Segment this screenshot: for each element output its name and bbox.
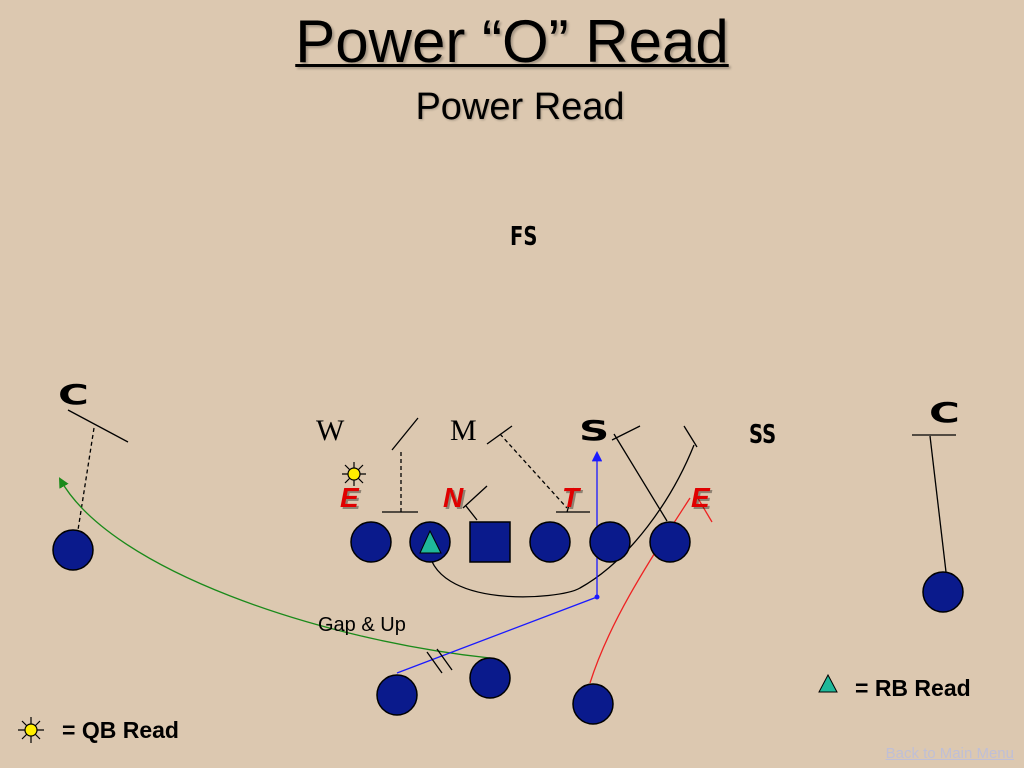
sam-drop-line	[613, 433, 668, 522]
label-strong-safety: SS	[749, 420, 777, 450]
label-nose: N	[443, 482, 464, 513]
mike-technique-line	[486, 425, 513, 445]
receiver-right	[922, 571, 964, 613]
qb-read-marker	[342, 462, 366, 486]
back-left	[376, 674, 418, 716]
tackle-block-line-2	[566, 487, 575, 513]
label-corner-right: C	[929, 396, 960, 429]
label-end-right: E	[691, 482, 710, 513]
label-tackle: T	[562, 482, 580, 513]
label-free-safety: FS	[510, 222, 538, 252]
route-green	[58, 477, 491, 659]
tight-end	[649, 521, 691, 563]
back-right	[572, 683, 614, 725]
route-hash-mark-1	[426, 651, 443, 674]
ss-technique-line	[683, 425, 698, 448]
back-mid	[469, 657, 511, 699]
nose-block-line-2	[465, 505, 478, 521]
page-subtitle: Power Read	[415, 86, 625, 128]
route-blue-node	[594, 594, 600, 600]
label-sam: S	[579, 414, 610, 447]
offensive-tackle-left	[350, 521, 392, 563]
legend-qb-read-label: = QB Read	[62, 717, 179, 743]
offensive-tackle-right	[589, 521, 631, 563]
center	[469, 521, 511, 563]
label-will: W	[316, 414, 345, 447]
label-end-left: E	[340, 482, 359, 513]
offense	[52, 521, 964, 725]
will-technique-line	[391, 417, 419, 451]
defender-lines	[67, 409, 956, 573]
label-mike: M	[450, 414, 477, 447]
route-hash-mark-2	[436, 648, 453, 671]
route-red	[589, 497, 691, 684]
gap-and-up-label: Gap & Up	[318, 614, 406, 636]
label-corner-left: C	[58, 378, 89, 411]
back-to-main-menu-link[interactable]: Back to Main Menu	[885, 745, 1014, 762]
receiver-left	[52, 529, 94, 571]
red-slash-mark	[695, 494, 713, 523]
page-title: Power “O” Read	[295, 8, 729, 75]
corner-left-drop-line	[77, 427, 95, 531]
mike-drop-line	[499, 433, 568, 509]
rb-read-marker	[419, 529, 442, 554]
pull-path	[427, 444, 695, 598]
nose-block-line	[462, 485, 488, 509]
corner-right-drop-line	[929, 435, 947, 573]
corner-left-technique-line	[67, 409, 129, 443]
legend-qb-read-icon	[18, 717, 44, 743]
offensive-guard-right	[529, 521, 571, 563]
legend-rb-read-label: = RB Read	[855, 675, 971, 701]
legend-rb-read-icon	[818, 673, 838, 693]
